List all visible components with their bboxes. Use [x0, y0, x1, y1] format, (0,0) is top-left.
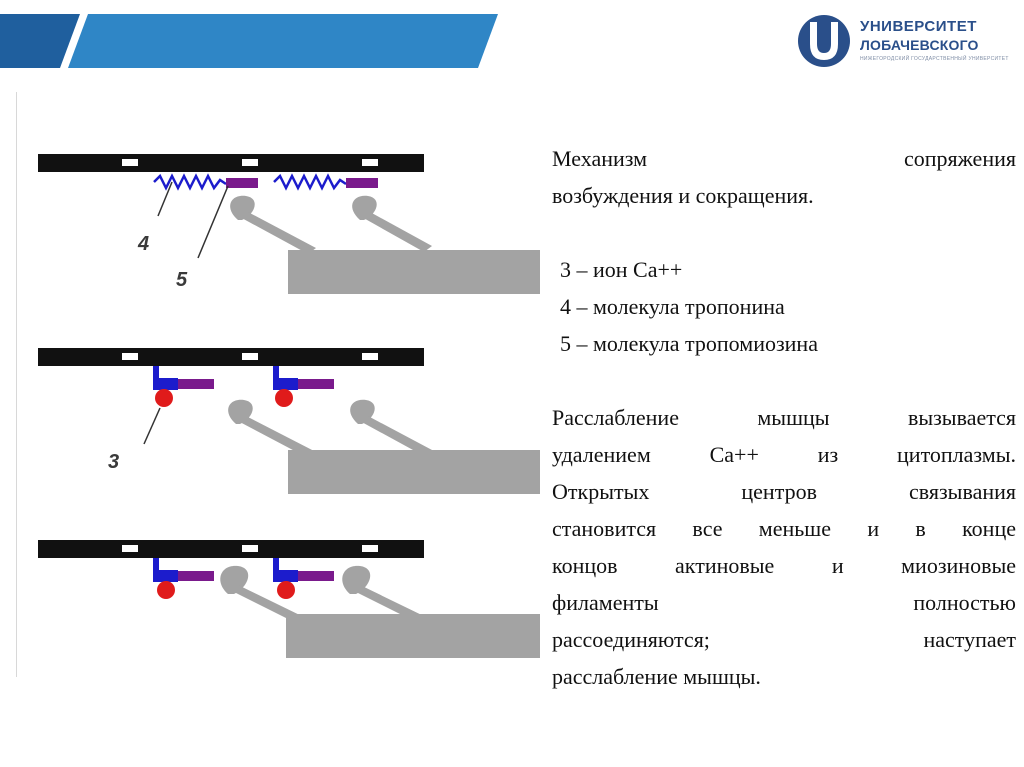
paragraph-line: рассоединяются; наступает: [552, 627, 1016, 652]
actin-filament: [38, 154, 424, 172]
paragraph-line: Открытых центров связывания: [552, 479, 1016, 504]
troponin-molecule: [153, 366, 178, 390]
diagram-panel-2: 3: [38, 348, 540, 494]
myosin-arm: [238, 212, 316, 254]
binding-site-marker: [242, 159, 258, 166]
paragraph-line: Расслабление мышцы вызывается: [552, 405, 1016, 430]
label-5: 5: [176, 269, 188, 291]
logo-text-line1: УНИВЕРСИТЕТ: [860, 18, 977, 35]
myosin-filament: [288, 250, 540, 294]
legend-item-5: 5 – молекула тропомиозина: [560, 331, 818, 356]
binding-site-marker: [242, 545, 258, 552]
binding-site-marker: [362, 545, 378, 552]
binding-site-marker: [362, 353, 378, 360]
logo-text-line2: ЛОБАЧЕВСКОГО: [860, 37, 979, 53]
label-4: 4: [137, 233, 149, 255]
tropomyosin-molecule: [178, 379, 214, 389]
slide-text: Механизм сопряжения возбуждения и сокращ…: [552, 140, 1016, 695]
pointer-line-5: [197, 185, 229, 259]
paragraph-line: концов актиновые и миозиновые: [552, 553, 1016, 578]
troponin-molecule: [153, 558, 178, 582]
myosin-arm: [358, 416, 432, 456]
diagram-panel-3: [38, 540, 540, 658]
tropomyosin-molecule: [298, 379, 334, 389]
troponin-molecule: [153, 173, 227, 191]
myosin-filament: [288, 450, 540, 494]
university-logo: УНИВЕРСИТЕТ ЛОБАЧЕВСКОГО НИЖЕГОРОДСКИЙ Г…: [796, 10, 1011, 70]
paragraph-line: становится все меньше и в конце: [552, 516, 1016, 541]
diagram-panel-1: 4 5: [38, 154, 540, 294]
troponin-molecule: [273, 173, 347, 191]
label-3: 3: [108, 451, 119, 473]
pointer-line-3: [143, 407, 161, 445]
header-band: [0, 14, 498, 68]
calcium-ion: [275, 389, 293, 407]
troponin-molecule: [273, 366, 298, 390]
left-divider: [16, 92, 17, 677]
tropomyosin-molecule: [226, 178, 258, 188]
actin-filament: [38, 540, 424, 558]
pointer-line-4: [157, 181, 173, 217]
tropomyosin-molecule: [298, 571, 334, 581]
legend-item-3: 3 – ион Са++: [560, 257, 683, 282]
paragraph-line: филаменты полностью: [552, 590, 1016, 615]
title-line-1: Механизм сопряжения: [552, 146, 1016, 171]
logo-text-line3: НИЖЕГОРОДСКИЙ ГОСУДАРСТВЕННЫЙ УНИВЕРСИТЕ…: [860, 56, 1009, 62]
title-line-2: возбуждения и сокращения.: [552, 183, 814, 208]
tropomyosin-molecule: [346, 178, 378, 188]
legend-item-4: 4 – молекула тропонина: [560, 294, 785, 319]
muscle-relaxation-diagram: 4 5 3: [38, 154, 540, 658]
spacer: [552, 362, 1016, 399]
calcium-ion: [155, 389, 173, 407]
calcium-ion: [157, 581, 175, 599]
binding-site-marker: [122, 545, 138, 552]
paragraph-line: расслабление мышцы.: [552, 664, 761, 689]
actin-filament: [38, 348, 424, 366]
spacer: [552, 214, 1016, 251]
binding-site-marker: [122, 353, 138, 360]
header-band-dark: [0, 14, 80, 68]
myosin-arm: [236, 416, 316, 458]
myosin-arm: [360, 212, 432, 252]
header-band-light: [68, 14, 498, 68]
myosin-filament: [286, 614, 540, 658]
tropomyosin-molecule: [178, 571, 214, 581]
calcium-ion: [277, 581, 295, 599]
troponin-molecule: [273, 558, 298, 582]
binding-site-marker: [362, 159, 378, 166]
binding-site-marker: [122, 159, 138, 166]
university-emblem-icon: [798, 15, 850, 67]
binding-site-marker: [242, 353, 258, 360]
paragraph-line: удалением Са++ из цитоплазмы.: [552, 442, 1016, 467]
